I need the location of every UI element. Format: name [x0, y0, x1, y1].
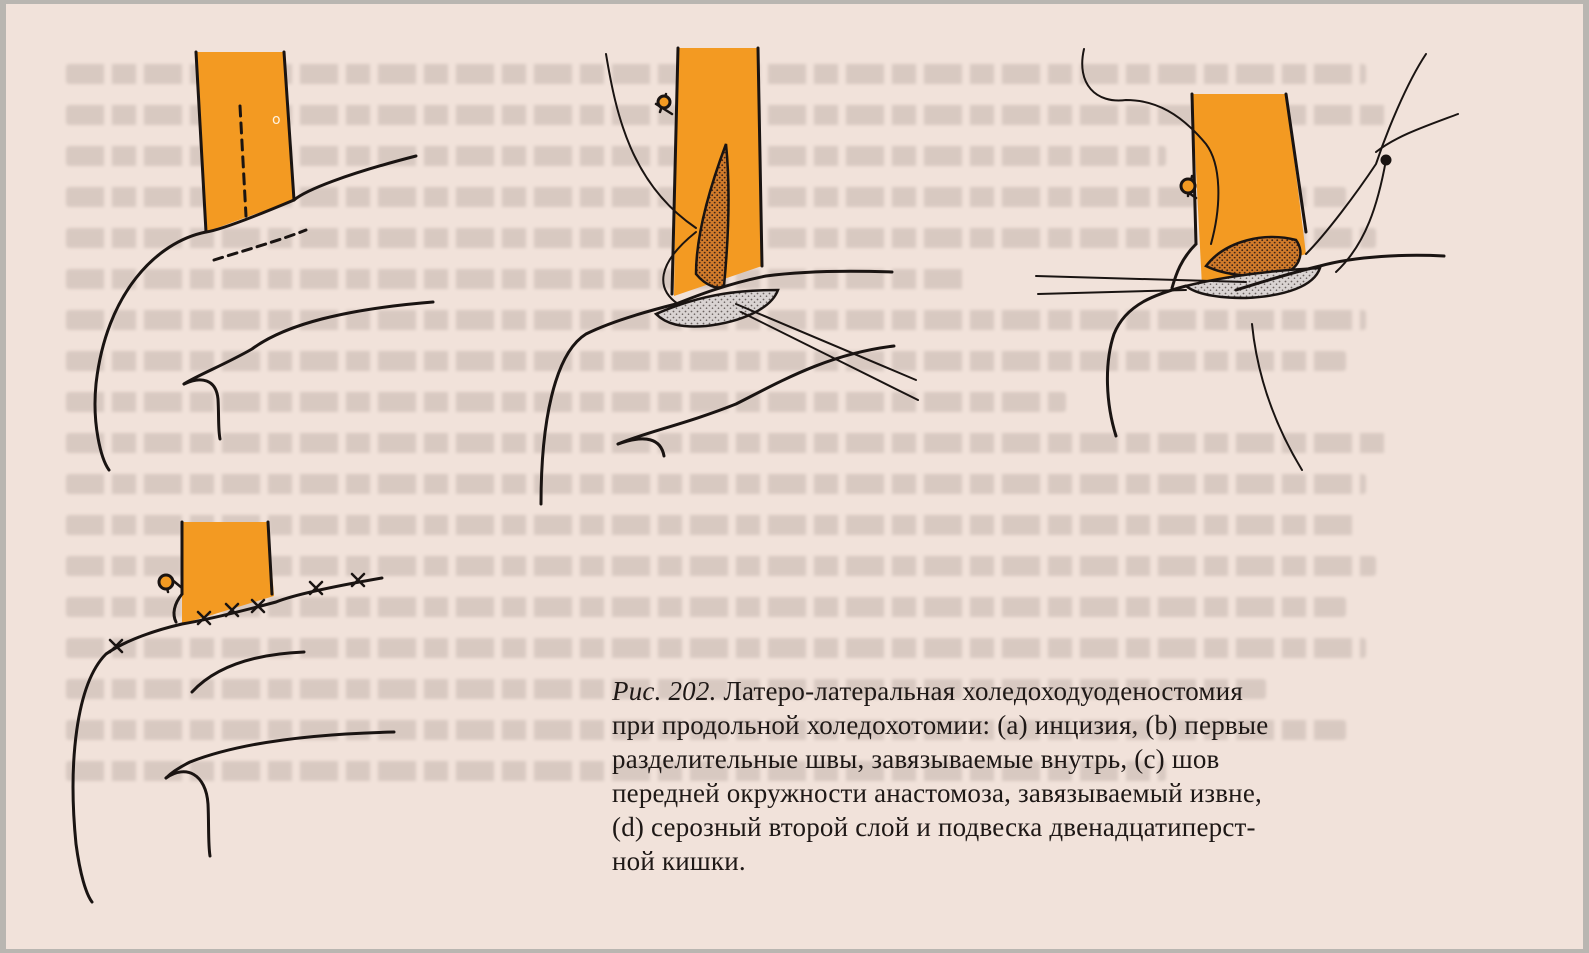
caption-line-5: (d) серозный второй слой и подвеска двен… [612, 810, 1492, 844]
figure-caption: Рис. 202. Латеро-латеральная холедоходуо… [612, 674, 1492, 878]
figure-label: Рис. 202. [612, 676, 717, 706]
caption-line-4: передней окружности анастомоза, завязыва… [612, 776, 1492, 810]
caption-line-1: Рис. 202. Латеро-латеральная холедоходуо… [612, 674, 1492, 708]
illustration-c-anterior-suture [1036, 49, 1458, 470]
illustration-d-serous-layer [73, 522, 394, 902]
caption-line-2: при продольной холедохотомии: (a) инцизи… [612, 708, 1492, 742]
illustration-b-first-sutures [541, 48, 918, 504]
illustration-a-incision: o [95, 52, 433, 470]
caption-line-3: разделительные швы, завязываемые внутрь,… [612, 742, 1492, 776]
book-page: o [6, 4, 1583, 949]
svg-text:o: o [272, 112, 281, 128]
caption-line-6: ной кишки. [612, 844, 1492, 878]
